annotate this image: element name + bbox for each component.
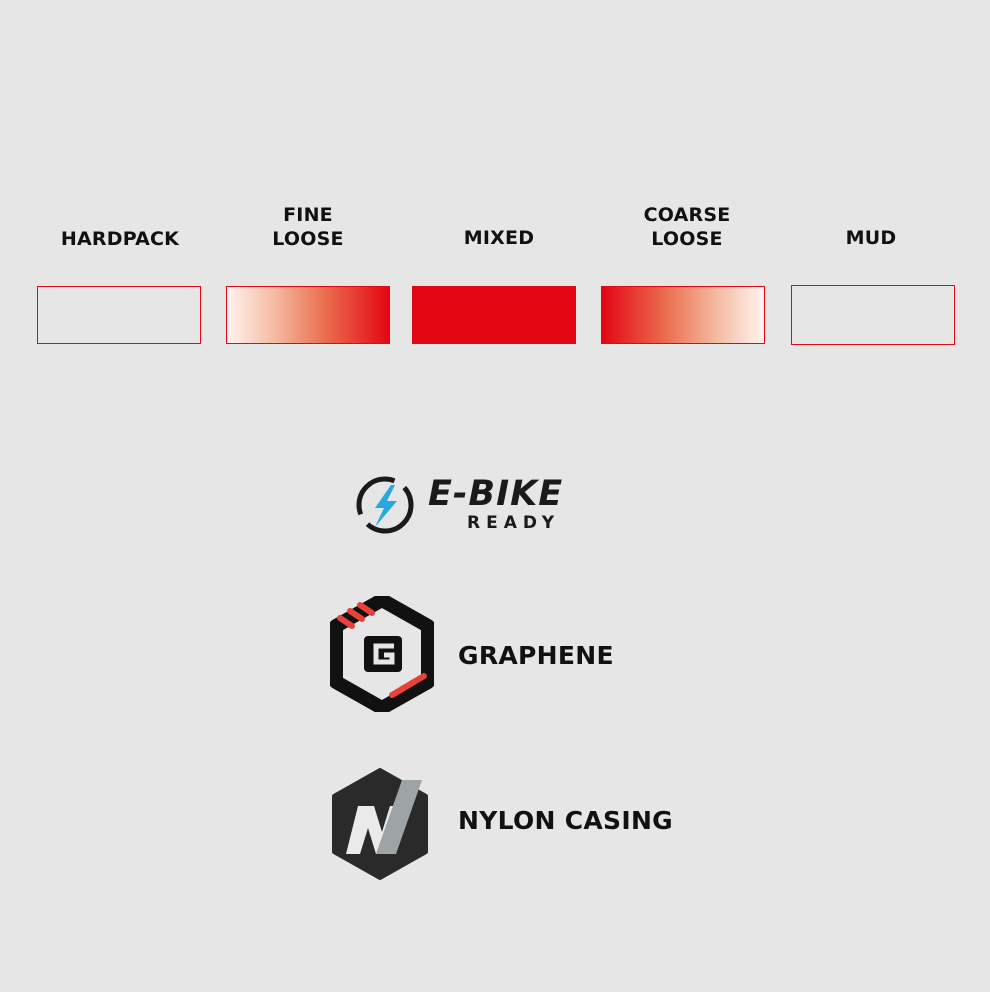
terrain-label-coarse-loose: COARSE LOOSE [587, 203, 787, 251]
terrain-label-hardpack: HARDPACK [20, 227, 220, 251]
terrain-label-line: COARSE [643, 204, 731, 226]
lightning-bolt-icon [356, 476, 414, 534]
terrain-label-line: MIXED [463, 227, 535, 249]
terrain-label-mud: MUD [771, 226, 971, 250]
terrain-bar-mixed [412, 286, 576, 344]
terrain-bar-fine-loose [226, 286, 390, 344]
terrain-bar-hardpack [37, 286, 201, 344]
ebike-title: E-BIKE [428, 474, 564, 514]
terrain-label-fine-loose: FINE LOOSE [208, 203, 408, 251]
terrain-label-line: LOOSE [651, 228, 723, 250]
nylon-casing-label: NYLON CASING [458, 806, 673, 835]
graphene-logo [329, 593, 435, 715]
terrain-label-line: LOOSE [272, 228, 344, 250]
terrain-label-line: MUD [845, 227, 897, 249]
terrain-bar-coarse-loose [601, 286, 765, 344]
terrain-bar-mud [791, 285, 955, 345]
graphene-g-hexagon-icon [329, 593, 435, 715]
ebike-subtitle: READY [467, 513, 561, 533]
ebike-ready-logo [355, 475, 415, 535]
nylon-n-hexagon-icon [332, 768, 428, 880]
nylon-logo [330, 768, 430, 880]
terrain-label-mixed: MIXED [399, 226, 599, 250]
graphene-label: GRAPHENE [458, 641, 614, 670]
terrain-label-line: FINE [283, 204, 333, 226]
terrain-label-line: HARDPACK [60, 228, 180, 250]
